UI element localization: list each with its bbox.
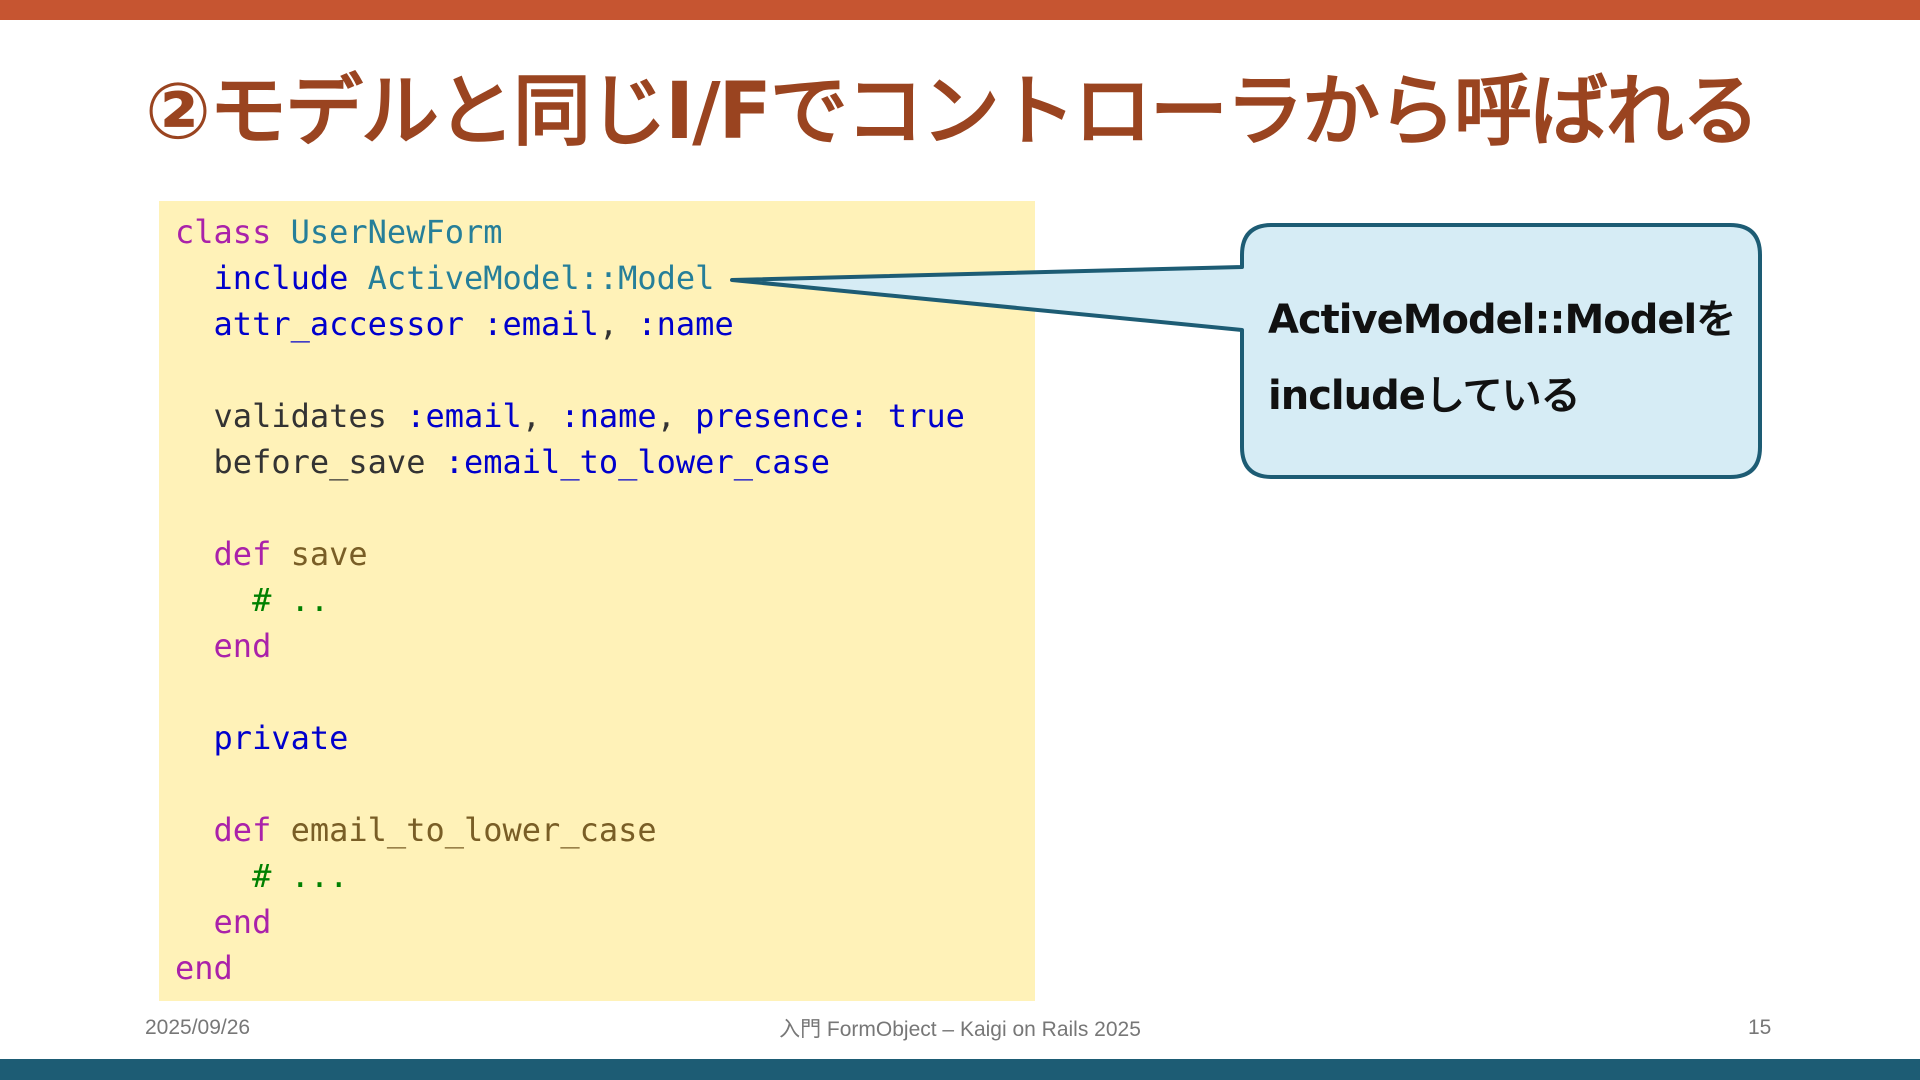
code-token: # ... [175, 857, 349, 895]
code-token: :email [406, 397, 522, 435]
code-token: ActiveModel::Model [367, 259, 715, 297]
code-token: validates [175, 397, 407, 435]
code-line [175, 761, 965, 807]
top-accent-bar [0, 0, 1920, 20]
code-token: before_save [175, 443, 445, 481]
code-line [175, 669, 965, 715]
code-line: def save [175, 531, 965, 577]
slide-title: ②モデルと同じI/Fでコントローラから呼ばれる [145, 67, 1760, 157]
code-token: :email_to_lower_case [444, 443, 831, 481]
code-lines: class UserNewForm include ActiveModel::M… [175, 209, 965, 991]
code-token: UserNewForm [290, 213, 503, 251]
page-number: 15 [1748, 1016, 1772, 1039]
code-token: attr_accessor [175, 305, 484, 343]
footer-date: 2025/09/26 [145, 1016, 251, 1039]
code-token: , [521, 397, 561, 435]
code-token: class [175, 213, 291, 251]
code-line: def email_to_lower_case [175, 807, 965, 853]
code-token: :email [483, 305, 599, 343]
code-token: true [887, 397, 965, 435]
code-line: validates :email, :name, presence: true [175, 393, 965, 439]
code-token: private [175, 719, 349, 757]
code-token: end [175, 949, 233, 987]
code-token: save [290, 535, 368, 573]
code-line: attr_accessor :email, :name [175, 301, 965, 347]
code-token: # .. [175, 581, 330, 619]
code-line: # ... [175, 853, 965, 899]
code-line: class UserNewForm [175, 209, 965, 255]
code-line [175, 347, 965, 393]
code-line [175, 485, 965, 531]
code-token: def [175, 535, 291, 573]
code-token: presence: [695, 397, 869, 435]
code-token: , [598, 305, 638, 343]
callout-text: ActiveModel::Modelを includeしている [1268, 282, 1738, 434]
code-token: def [175, 811, 291, 849]
code-token: :name [637, 305, 734, 343]
code-line: private [175, 715, 965, 761]
code-token: :name [560, 397, 657, 435]
code-token: include [175, 259, 368, 297]
code-token: email_to_lower_case [290, 811, 657, 849]
code-token: end [175, 903, 272, 941]
callout-line-1: ActiveModel::Modelを [1268, 297, 1736, 343]
code-line: before_save :email_to_lower_case [175, 439, 965, 485]
code-line: end [175, 623, 965, 669]
callout-line-2: includeしている [1268, 373, 1581, 419]
code-line: # .. [175, 577, 965, 623]
code-block: class UserNewForm include ActiveModel::M… [159, 201, 1035, 1001]
code-line: include ActiveModel::Model [175, 255, 965, 301]
code-line: end [175, 945, 965, 991]
code-token: , [656, 397, 696, 435]
code-token [869, 397, 888, 435]
code-line: end [175, 899, 965, 945]
bottom-accent-bar [0, 1059, 1920, 1080]
footer-title: 入門 FormObject – Kaigi on Rails 2025 [779, 1018, 1141, 1041]
code-token: end [175, 627, 272, 665]
